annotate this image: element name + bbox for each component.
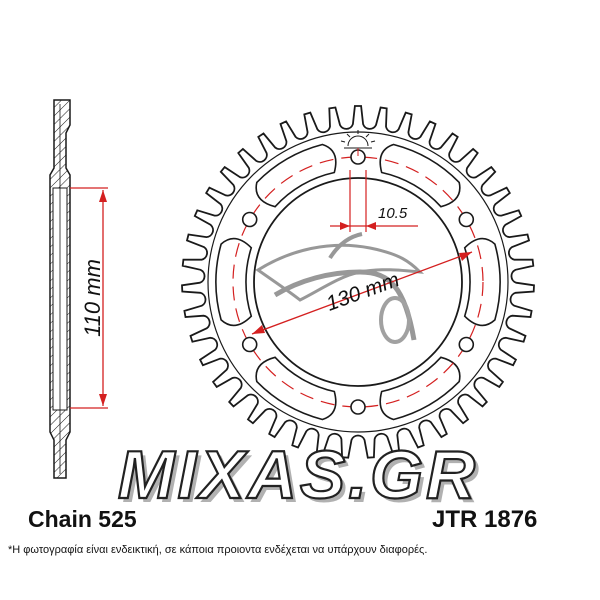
bolt-hole xyxy=(350,399,366,415)
dim-130-arrow-right xyxy=(459,252,472,261)
motorbike-logo xyxy=(255,232,425,344)
dim-110-arrow-bottom xyxy=(99,394,107,406)
dim-130-line xyxy=(251,251,473,335)
center-bore xyxy=(253,177,463,387)
sprocket-front: 130 mm 10.5 xyxy=(181,105,535,459)
bolt-hole xyxy=(241,211,258,228)
bolt-circle-arc xyxy=(232,156,484,408)
chain-size-label: Chain 525 xyxy=(28,506,137,532)
watermark-text: MIXAS.GR xyxy=(118,437,478,513)
dim-10-5-arrow-right xyxy=(366,222,376,230)
watermark: MIXAS.GR MIXAS.GR xyxy=(117,436,482,517)
dim-130-arrow-left xyxy=(252,325,265,334)
dimension-bolt-circle: 110 mm xyxy=(70,187,108,409)
dim-110-text: 110 mm xyxy=(80,259,105,337)
bolt-hole xyxy=(458,211,475,228)
bolt-hole xyxy=(458,336,475,353)
cutout-slot xyxy=(255,356,337,421)
dim-10-5-arrow-left xyxy=(340,222,350,230)
part-number-label: JTR 1876 xyxy=(432,506,538,533)
cutout-slot xyxy=(379,143,461,208)
dim-10-5-text: 10.5 xyxy=(378,205,408,222)
cutout-slot xyxy=(463,237,501,327)
dim-110-arrow-top xyxy=(99,190,107,202)
disclaimer-text: *Η φωτογραφία είναι ενδεικτική, σε κάποι… xyxy=(8,544,428,556)
watermark-shadow: MIXAS.GR xyxy=(122,441,482,517)
side-profile xyxy=(49,99,71,479)
bolt-hole xyxy=(241,336,258,353)
cutout-slot xyxy=(215,237,253,327)
cutout-slot xyxy=(379,356,461,421)
lightening-cutouts xyxy=(215,143,501,421)
cutout-slot xyxy=(255,143,337,208)
timing-mark-icon xyxy=(340,130,376,156)
